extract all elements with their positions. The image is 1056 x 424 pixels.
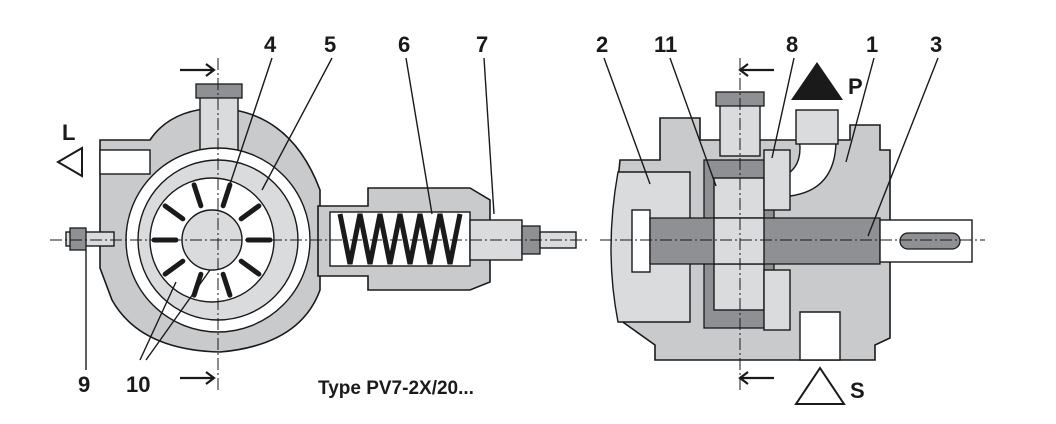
vane	[191, 182, 204, 209]
leak-port-bore	[99, 149, 151, 175]
leader-11	[669, 57, 717, 187]
callout-10: 10	[126, 372, 150, 397]
suction-port-bore	[799, 311, 841, 361]
callout-9: 9	[78, 372, 90, 397]
port-L-triangle	[56, 146, 83, 178]
callout-11: 11	[654, 32, 677, 57]
lock-nut	[69, 227, 87, 251]
pressure-fitting	[795, 109, 839, 145]
rotor-core	[713, 217, 765, 265]
callout-3: 3	[930, 32, 942, 57]
right-section-view	[600, 58, 985, 405]
leader-5	[261, 57, 333, 191]
callout-8: 8	[786, 32, 798, 57]
callout-2: 2	[596, 32, 608, 57]
section-arrow-bottom	[180, 371, 216, 385]
leader-10b	[145, 269, 211, 361]
leader-10a	[139, 281, 177, 361]
drive-shaft-3	[649, 217, 881, 265]
callout-5: 5	[324, 32, 336, 57]
compression-spring-6	[337, 213, 463, 265]
left-section-view	[50, 58, 588, 390]
port-S-triangle	[794, 366, 846, 405]
bearing-8-bottom	[763, 269, 791, 331]
callout-4: 4	[264, 32, 277, 57]
leader-3	[867, 57, 939, 237]
right-section-arrow-bottom	[738, 371, 774, 385]
leader-8	[771, 57, 795, 159]
port-label-L: L	[62, 120, 75, 145]
vane	[162, 203, 186, 222]
shaft-key	[899, 232, 961, 250]
callout-labels: 4 5 6 7 9 10 2 11 8 1 3 L P S Type PV7-2…	[62, 32, 942, 403]
port-P-triangle	[791, 62, 843, 100]
right-section-arrow-top	[738, 63, 774, 77]
leader-1	[845, 57, 875, 163]
leader-6	[405, 57, 433, 215]
leader-4	[227, 57, 273, 191]
port-label-S: S	[850, 378, 865, 403]
cover-slot	[631, 209, 651, 273]
vane	[162, 258, 186, 277]
port-label-P: P	[848, 74, 863, 99]
bearing-8-top	[763, 149, 791, 211]
leader-2	[603, 57, 651, 185]
top-plug-head	[195, 83, 243, 99]
callout-6: 6	[398, 32, 410, 57]
leader-lines	[85, 57, 939, 370]
leader-7	[483, 57, 495, 215]
callout-7: 7	[476, 32, 488, 57]
vane	[238, 203, 262, 222]
section-arrow-top	[180, 63, 216, 77]
type-caption: Type PV7-2X/20...	[318, 378, 474, 399]
callout-1: 1	[866, 32, 878, 57]
vane	[238, 258, 262, 277]
vane	[220, 271, 233, 298]
top-plug	[199, 91, 239, 155]
